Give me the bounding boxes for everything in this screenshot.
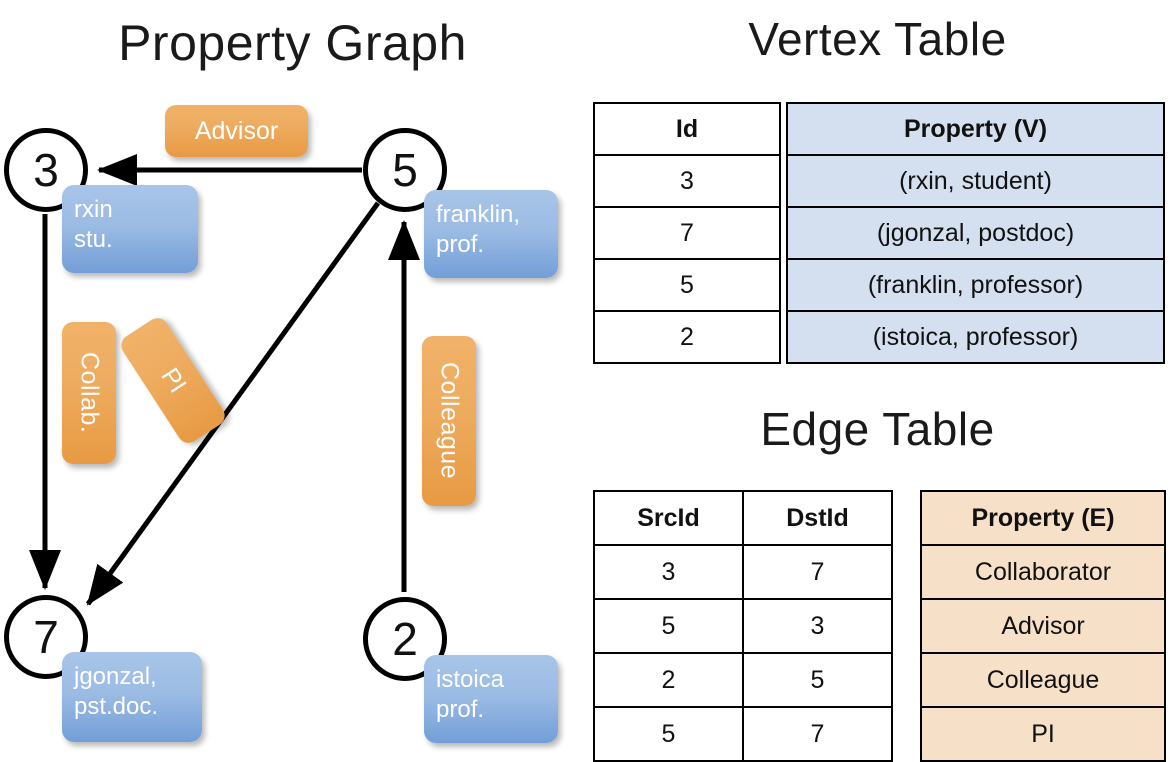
edge-table-property-column: Property (E) Collaborator Advisor Collea… <box>920 490 1166 762</box>
edge-label-collab-text: Collab. <box>75 352 104 434</box>
node-property-line-2: stu. <box>74 226 113 253</box>
edge-property-cell: Colleague <box>920 652 1166 708</box>
table-row: 7 <box>593 206 781 260</box>
table-row: 5 3 <box>593 598 893 654</box>
vertex-id-cell: 5 <box>593 258 781 312</box>
vertex-property-cell: (franklin, professor) <box>786 258 1165 312</box>
page-title-property-graph: Property Graph <box>118 15 467 71</box>
edge-table-header-property: Property (E) <box>920 490 1166 546</box>
page-title-vertex-table: Vertex Table <box>748 13 1007 65</box>
table-row: 2 5 <box>593 652 893 708</box>
graph-node-3-label: 3 <box>33 144 59 196</box>
node-property-box-7: jgonzal, pst.doc. <box>62 652 202 742</box>
graph-node-5[interactable]: 5 <box>363 128 447 212</box>
vertex-property-cell: (istoica, professor) <box>786 310 1165 364</box>
table-row: (rxin, student) <box>786 154 1165 208</box>
edge-label-colleague: Colleague <box>422 336 476 506</box>
graph-node-5-label: 5 <box>392 144 418 196</box>
node-property-line-1: jgonzal, <box>74 663 157 690</box>
edge-srcid-cell: 3 <box>593 544 744 600</box>
graph-node-7-label: 7 <box>33 611 59 663</box>
graph-node-2[interactable]: 2 <box>363 597 447 681</box>
table-row: Collaborator <box>920 544 1166 600</box>
edge-label-colleague-text: Colleague <box>435 362 464 480</box>
edge-property-cell: Collaborator <box>920 544 1166 600</box>
page-title-edge-table: Edge Table <box>760 403 995 455</box>
edge-dstid-cell: 3 <box>742 598 893 654</box>
graph-node-2-label: 2 <box>392 613 418 665</box>
table-row: (jgonzal, postdoc) <box>786 206 1165 260</box>
vertex-table-id-column: Id 3 7 5 2 <box>593 102 781 364</box>
edge-srcid-cell: 2 <box>593 652 744 708</box>
edge-property-cell: Advisor <box>920 598 1166 654</box>
table-row: 5 7 <box>593 706 893 762</box>
edge-table-header-srcid: SrcId <box>593 490 744 546</box>
edge-label-pi-text: PI <box>155 362 192 398</box>
table-header-row: Id <box>593 102 781 156</box>
vertex-table-header-id: Id <box>593 102 781 156</box>
edge-property-cell: PI <box>920 706 1166 762</box>
table-row: Colleague <box>920 652 1166 708</box>
table-row: Advisor <box>920 598 1166 654</box>
node-property-line-1: franklin, <box>436 201 521 228</box>
edge-dstid-cell: 7 <box>742 706 893 762</box>
table-row: 3 7 <box>593 544 893 600</box>
node-property-line-2: prof. <box>436 231 485 258</box>
table-header-row: SrcId DstId <box>593 490 893 546</box>
node-property-box-5: franklin, prof. <box>424 190 558 278</box>
edge-dstid-cell: 5 <box>742 652 893 708</box>
edge-label-collab: Collab. <box>62 322 116 464</box>
edge-table-id-columns: SrcId DstId 3 7 5 3 2 5 5 7 <box>593 490 893 762</box>
table-row: (franklin, professor) <box>786 258 1165 312</box>
table-row: PI <box>920 706 1166 762</box>
edge-label-advisor: Advisor <box>165 105 308 157</box>
table-row: 5 <box>593 258 781 312</box>
vertex-property-cell: (jgonzal, postdoc) <box>786 206 1165 260</box>
vertex-id-cell: 2 <box>593 310 781 364</box>
edge-srcid-cell: 5 <box>593 706 744 762</box>
table-row: 3 <box>593 154 781 208</box>
node-property-line-2: pst.doc. <box>74 693 159 720</box>
vertex-table-header-property: Property (V) <box>786 102 1165 156</box>
edge-dstid-cell: 7 <box>742 544 893 600</box>
vertex-property-cell: (rxin, student) <box>786 154 1165 208</box>
node-property-box-3: rxin stu. <box>62 185 198 273</box>
table-header-row: Property (V) <box>786 102 1165 156</box>
edge-label-advisor-text: Advisor <box>194 116 279 145</box>
vertex-table-property-column: Property (V) (rxin, student) (jgonzal, p… <box>786 102 1165 364</box>
edge-srcid-cell: 5 <box>593 598 744 654</box>
vertex-id-cell: 7 <box>593 206 781 260</box>
table-row: 2 <box>593 310 781 364</box>
vertex-id-cell: 3 <box>593 154 781 208</box>
node-property-line-2: prof. <box>436 696 485 723</box>
table-header-row: Property (E) <box>920 490 1166 546</box>
table-row: (istoica, professor) <box>786 310 1165 364</box>
node-property-line-1: istoica <box>436 666 505 693</box>
edge-table-header-dstid: DstId <box>742 490 893 546</box>
property-graph-diagram: 3 5 7 2 rxin stu. franklin, prof. jgonza… <box>0 0 585 760</box>
edge-label-pi: PI <box>117 313 229 448</box>
node-property-line-1: rxin <box>74 196 113 223</box>
node-property-box-2: istoica prof. <box>424 655 558 743</box>
